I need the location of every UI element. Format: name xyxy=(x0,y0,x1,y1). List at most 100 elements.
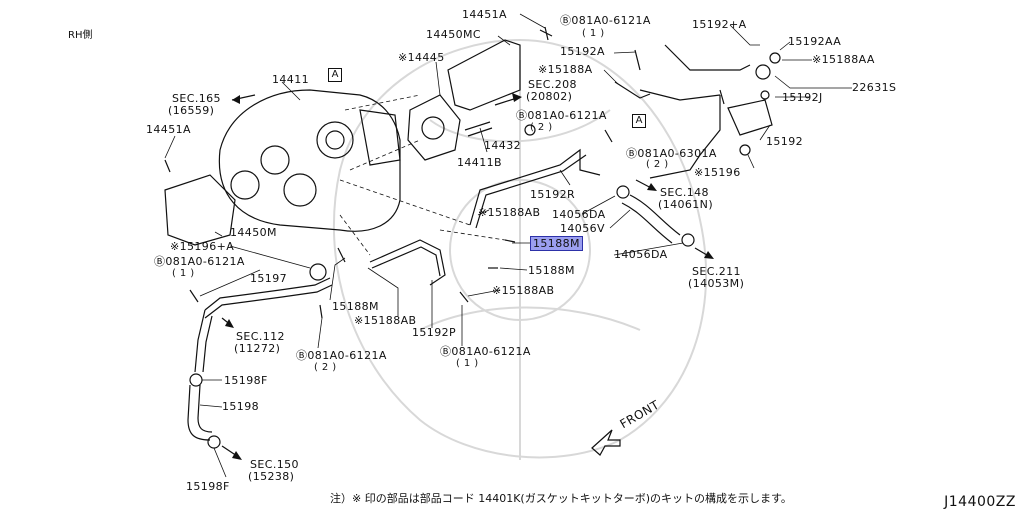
stud-14432 xyxy=(464,121,493,137)
gasket-15196-plus-a xyxy=(309,263,327,281)
heat-shield-upper xyxy=(447,39,521,111)
pipe-15192r-inner xyxy=(475,154,587,229)
pipe-15197 xyxy=(204,277,331,311)
block-15192 xyxy=(727,99,773,136)
label-14450m: 14450M xyxy=(230,226,277,239)
label-15188m-left: 15188M xyxy=(332,300,379,313)
label-14411: 14411 xyxy=(272,73,309,86)
label-14056da-bottom: 14056DA xyxy=(614,248,668,261)
hose-15198-b xyxy=(197,384,213,433)
label-sec165-sub: (16559) xyxy=(168,104,215,117)
label-sec150-sub: (15238) xyxy=(248,470,295,483)
label-15188m-highlighted[interactable]: 15188M xyxy=(530,236,583,251)
label-qty-left: ( 1 ) xyxy=(172,268,195,279)
label-15192-plus-a: 15192+A xyxy=(692,18,747,31)
label-qty-top: ( 1 ) xyxy=(582,28,605,39)
label-081a0-6121a-left: Ⓑ081A0-6121A xyxy=(154,255,245,268)
label-14432: 14432 xyxy=(484,139,521,152)
label-081a0-6121a-mid: Ⓑ081A0-6121A xyxy=(516,109,607,122)
clamp-14056da-top xyxy=(616,185,630,199)
label-qty-mid: ( 2 ) xyxy=(530,122,553,133)
label-15188aa: ※15188AA xyxy=(812,53,875,66)
front-arrow xyxy=(591,429,621,456)
bolts xyxy=(164,26,725,319)
pipe-to-15192 xyxy=(649,95,721,179)
label-qty-6301: ( 2 ) xyxy=(646,159,669,170)
label-sec112-sub: (11272) xyxy=(234,342,281,355)
label-15198f-bottom: 15198F xyxy=(186,480,230,493)
pipe-15192a xyxy=(639,89,721,101)
label-081a0-6121a-bottom-left: Ⓑ081A0-6121A xyxy=(296,349,387,362)
label-14451a-top: 14451A xyxy=(462,8,507,21)
fitting-15188aa xyxy=(769,52,781,64)
label-14450mc: 14450MC xyxy=(426,28,481,41)
clamp-14056da-bottom xyxy=(681,233,695,247)
alignment-lines xyxy=(339,94,506,256)
gasket-14445 xyxy=(407,94,461,161)
footnote: 注）※ 印の部品は部品コード 14401K(ガスケットキットターボ)のキットの構… xyxy=(330,492,792,505)
pipe-15192-plus-a xyxy=(664,44,751,71)
label-15198f-top: 15198F xyxy=(224,374,268,387)
pipe-15192r xyxy=(469,148,601,226)
label-sec208: SEC.208 xyxy=(528,78,577,91)
label-15188m-mid: 15188M xyxy=(528,264,575,277)
label-sec148-sub: (14061N) xyxy=(658,198,714,211)
heat-shield-lower xyxy=(164,174,236,246)
label-15192j: 15192J xyxy=(782,91,823,104)
washer-14432 xyxy=(524,124,536,136)
label-14451a-left: 14451A xyxy=(146,123,191,136)
pipe-15192p-b xyxy=(371,246,441,277)
ref-box-a-right: A xyxy=(632,114,646,128)
label-081a0-6121a-top: Ⓑ081A0-6121A xyxy=(560,14,651,27)
label-sec148: SEC.148 xyxy=(660,186,709,199)
label-15196-plus-a: ※15196+A xyxy=(170,240,235,253)
label-sec211-sub: (14053M) xyxy=(688,277,745,290)
label-qty-bottom-center: ( 1 ) xyxy=(456,358,479,369)
pipe-15197-down xyxy=(194,309,206,373)
hose-14056v-b xyxy=(621,202,673,244)
label-15192p: 15192P xyxy=(412,326,457,339)
label-15188a: ※15188A xyxy=(538,63,593,76)
label-14056v: 14056V xyxy=(560,222,605,235)
label-15192: 15192 xyxy=(766,135,803,148)
label-sec150: SEC.150 xyxy=(250,458,299,471)
label-22631s: 22631S xyxy=(852,81,897,94)
label-qty-bottom-left: ( 2 ) xyxy=(314,362,337,373)
hose-14056v xyxy=(629,194,681,236)
label-14056da-top: 14056DA xyxy=(552,208,606,221)
turbocharger-body xyxy=(218,89,401,232)
label-15188ab-top: ※15188AB xyxy=(478,206,541,219)
label-15192a: 15192A xyxy=(560,45,605,58)
pipe-15197-b xyxy=(204,284,333,319)
hose-15198 xyxy=(187,384,211,441)
ref-box-a-left: A xyxy=(328,68,342,82)
label-sec112: SEC.112 xyxy=(236,330,285,343)
bracket-15192a xyxy=(614,81,651,99)
label-14445: ※14445 xyxy=(398,51,445,64)
label-15188ab-mid: ※15188AB xyxy=(492,284,555,297)
label-081a0-6121a-bottom-center: Ⓑ081A0-6121A xyxy=(440,345,531,358)
label-15196: ※15196 xyxy=(694,166,741,179)
watermark-emblem xyxy=(333,38,707,460)
label-081a0-6301a: Ⓑ081A0-6301A xyxy=(626,147,717,160)
diagram-code: J14400ZZ xyxy=(944,494,1016,510)
label-15192r: 15192R xyxy=(530,188,576,201)
pipe-15197-down-b xyxy=(202,315,213,373)
corner-label: RH側 xyxy=(68,30,93,41)
leader-lines xyxy=(164,13,852,478)
label-sec211: SEC.211 xyxy=(692,265,741,278)
gasket-15196 xyxy=(739,144,751,156)
label-15198: 15198 xyxy=(222,400,259,413)
section-arrows xyxy=(221,93,714,460)
clamp-15198f-bottom xyxy=(207,435,221,449)
label-15188ab-left: ※15188AB xyxy=(354,314,417,327)
label-sec165: SEC.165 xyxy=(172,92,221,105)
label-15192aa: 15192AA xyxy=(788,35,842,48)
pipe-15192p xyxy=(369,239,446,286)
label-sec208-sub: (20802) xyxy=(526,90,573,103)
ring-15192j xyxy=(760,90,770,100)
clamp-15198f-top xyxy=(189,373,203,387)
sensor-22631s xyxy=(755,64,771,80)
